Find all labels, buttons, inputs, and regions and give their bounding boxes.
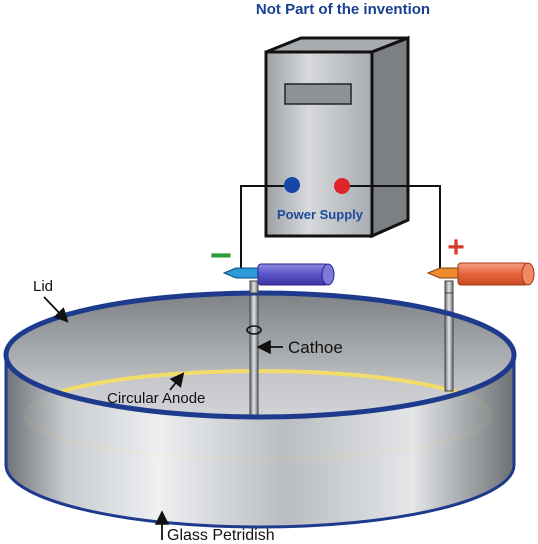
lid-arrow (43, 296, 69, 323)
negative-electrode-holder (222, 263, 335, 286)
title-text: Not Part of the invention (256, 1, 430, 18)
dish-label: Glass Petridish (167, 527, 275, 544)
positive-wire (350, 185, 441, 272)
positive-sign: + (447, 231, 465, 264)
power-supply-label: Power Supply (277, 207, 364, 222)
negative-terminal (284, 177, 300, 193)
anode-rod (444, 280, 454, 392)
lid-rim (3, 290, 517, 420)
negative-wire (240, 185, 284, 274)
negative-sign: − (210, 235, 232, 277)
cathode-label: Cathoe (288, 338, 343, 357)
cathode-rod (249, 280, 259, 418)
anode-label: Circular Anode (107, 390, 205, 407)
positive-terminal (334, 178, 350, 194)
power-supply-box: Power Supply (264, 35, 410, 239)
display-screen (284, 83, 352, 105)
cathode-ring-marker (246, 325, 262, 335)
glass-petridish (4, 293, 516, 529)
anode-arrow (169, 372, 185, 391)
lid-label: Lid (33, 278, 53, 295)
positive-electrode-holder (426, 262, 535, 286)
